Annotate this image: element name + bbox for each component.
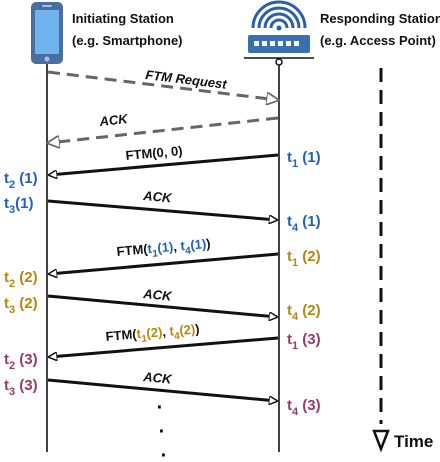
timestamp-i-t3-1: t3(1) — [4, 195, 33, 216]
ellipsis-dot-2: · — [159, 421, 166, 443]
message-label-ftm-2: FTM(t1(1), t4(1)) — [116, 236, 212, 263]
ellipsis-dot-3: · — [161, 445, 168, 462]
message-label-ftm-1: FTM(0, 0) — [125, 143, 183, 163]
message-arrow-ack-1 — [47, 199, 277, 220]
message-arrow-ack-2 — [47, 294, 277, 317]
timestamp-i-t3-3: t3 (3) — [4, 377, 38, 398]
initiator-title: Initiating Station — [72, 11, 174, 26]
responder-subtitle: (e.g. Access Point) — [320, 33, 436, 48]
timestamp-r-t4-3: t4 (3) — [287, 397, 321, 418]
smartphone-icon — [31, 2, 63, 64]
message-arrow-ack-0 — [48, 116, 279, 143]
timestamp-i-t3-2: t3 (2) — [4, 295, 38, 316]
timestamp-i-t2-1: t2 (1) — [4, 170, 38, 191]
ellipsis-dot-1: · — [157, 397, 164, 419]
time-arrow-icon — [372, 429, 390, 453]
message-arrow-ftm-1 — [49, 153, 279, 175]
initiator-subtitle: (e.g. Smartphone) — [72, 33, 183, 48]
message-label-ftm-3: FTM(t1(2), t4(2)) — [105, 321, 200, 348]
timestamp-r-t1-1: t1 (1) — [287, 149, 321, 170]
timestamp-r-t4-2: t4 (2) — [287, 302, 321, 323]
message-label-ack-2: ACK — [142, 286, 174, 304]
message-arrow-ftm-2 — [49, 252, 279, 274]
message-arrow-ftm-3 — [49, 336, 279, 357]
wifi-router-icon — [244, 0, 314, 66]
timestamp-r-t1-2: t1 (2) — [287, 248, 321, 269]
message-label-ack-0: ACK — [98, 111, 130, 129]
message-label-ack-3: ACK — [142, 369, 174, 387]
message-label-ack-1: ACK — [142, 188, 174, 206]
message-arrow-ftm-request — [47, 70, 278, 100]
time-label: Time — [394, 432, 433, 451]
responder-title: Responding Station — [320, 11, 440, 26]
timestamp-r-t1-3: t1 (3) — [287, 331, 321, 352]
timestamp-i-t2-2: t2 (2) — [4, 269, 38, 290]
timestamp-r-t4-1: t4 (1) — [287, 213, 321, 234]
timestamp-i-t2-3: t2 (3) — [4, 351, 38, 372]
message-arrow-ack-3 — [47, 378, 277, 401]
